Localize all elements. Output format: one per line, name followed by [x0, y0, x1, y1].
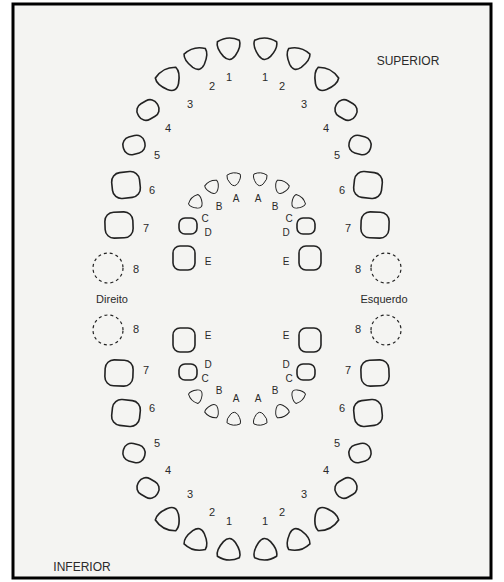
tooth-number: 5 — [154, 438, 160, 449]
tooth-number: 5 — [154, 150, 160, 161]
tooth-number: 2 — [279, 507, 285, 518]
tooth-letter: A — [233, 394, 240, 404]
tooth-number: 6 — [339, 403, 345, 414]
tooth-letter: C — [201, 374, 208, 384]
tooth-number: 2 — [209, 81, 215, 92]
tooth-letter: C — [201, 214, 208, 224]
tooth-number: 1 — [226, 72, 232, 83]
tooth-number: 3 — [301, 489, 307, 500]
tooth-letter: D — [204, 360, 211, 370]
tooth-letter: B — [272, 386, 279, 396]
tooth-number: 7 — [143, 365, 149, 376]
tooth-letter: E — [205, 331, 212, 341]
tooth-letter: D — [282, 228, 289, 238]
tooth-number: 6 — [149, 403, 155, 414]
side-label: Direito — [96, 294, 128, 305]
tooth-number: 8 — [133, 264, 139, 275]
tooth-letter: A — [255, 194, 262, 204]
tooth-letter: B — [272, 202, 279, 212]
tooth-number: 3 — [301, 99, 307, 110]
tooth-number: 8 — [355, 264, 361, 275]
tooth-letter: D — [204, 228, 211, 238]
tooth-number: 6 — [339, 185, 345, 196]
tooth-number: 4 — [165, 465, 171, 476]
tooth-letter: B — [216, 202, 223, 212]
tooth-letter: E — [283, 257, 290, 267]
side-label: Esquerdo — [360, 294, 407, 305]
tooth-number: 5 — [334, 438, 340, 449]
tooth-number: 7 — [345, 223, 351, 234]
tooth-letter: B — [216, 386, 223, 396]
tooth-number: 1 — [262, 516, 268, 527]
tooth-letter: A — [255, 394, 262, 404]
arch-label: SUPERIOR — [377, 55, 440, 67]
tooth-number: 2 — [279, 81, 285, 92]
tooth-number: 4 — [165, 123, 171, 134]
tooth-number: 3 — [187, 489, 193, 500]
tooth-letter: E — [283, 331, 290, 341]
tooth-number: 7 — [345, 365, 351, 376]
tooth-number: 8 — [133, 324, 139, 335]
tooth-number: 2 — [209, 507, 215, 518]
tooth-letter: D — [282, 360, 289, 370]
tooth-number: 3 — [187, 99, 193, 110]
tooth-letter: A — [233, 194, 240, 204]
tooth-number: 6 — [149, 185, 155, 196]
tooth-number: 1 — [262, 72, 268, 83]
tooth-letter: C — [285, 214, 292, 224]
tooth-letter: C — [285, 374, 292, 384]
tooth-number: 8 — [355, 324, 361, 335]
tooth-number: 7 — [143, 223, 149, 234]
tooth-letter: E — [205, 257, 212, 267]
tooth-number: 1 — [226, 516, 232, 527]
tooth-number: 4 — [323, 465, 329, 476]
arch-label: INFERIOR — [53, 561, 110, 573]
tooth-number: 5 — [334, 150, 340, 161]
tooth-number: 4 — [323, 123, 329, 134]
